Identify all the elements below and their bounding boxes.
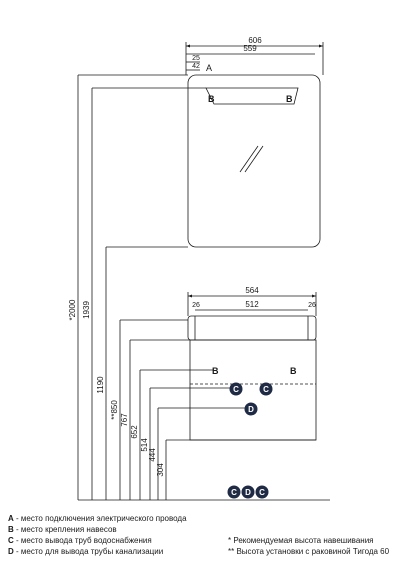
floor-marker-d: D — [245, 488, 251, 497]
label-height-652: 652 — [130, 425, 139, 439]
legend-list: A - место подключения электрического про… — [8, 513, 228, 557]
mirror-light-bar — [205, 87, 299, 105]
arrow-606-left — [186, 44, 190, 48]
floor-marker-c1-circle — [227, 485, 241, 499]
legend-letter-b: B — [8, 525, 14, 534]
cabinet-top — [187, 315, 317, 341]
label-606: 606 — [248, 36, 262, 45]
note-install-height: ** Высота установки с раковиной Тигода 6… — [228, 547, 390, 556]
marker-b-left: B — [208, 94, 215, 104]
arrow-606-right — [319, 44, 323, 48]
cabinet-body — [189, 339, 317, 441]
marker-c-left-circle — [229, 382, 243, 396]
legend-item-d: D - место для вывода трубы канализации — [8, 546, 228, 557]
mirror-glare-1 — [239, 145, 259, 173]
legend-item-a: A - место подключения электрического про… — [8, 513, 228, 524]
legend-text-c: - место вывода труб водоснабжения — [13, 536, 152, 545]
label-height-1939: 1939 — [82, 301, 91, 319]
label-26-right: 26 — [308, 302, 316, 309]
label-height-1190: 1190 — [96, 376, 105, 394]
label-height-304: 304 — [156, 463, 165, 477]
legend-item-b: B - место крепления навесов — [8, 524, 228, 535]
mirror-outline — [187, 74, 321, 248]
label-height-767: 767 — [120, 413, 129, 427]
floor-marker-c2-circle — [255, 485, 269, 499]
floor-marker-c1: C — [231, 488, 237, 497]
label-26-left: 26 — [192, 302, 200, 309]
marker-d-circle — [244, 402, 258, 416]
label-564: 564 — [245, 286, 259, 295]
marker-a: A — [206, 63, 212, 73]
legend-text-d: - место для вывода трубы канализации — [13, 547, 164, 556]
marker-d: D — [248, 405, 254, 414]
legend-text-b: - место крепления навесов — [13, 525, 117, 534]
marker-b-right: B — [286, 94, 293, 104]
label-height-514: 514 — [140, 438, 149, 452]
floor-marker-d-circle — [241, 485, 255, 499]
marker-c-right-circle — [259, 382, 273, 396]
arrow-564-left — [188, 294, 192, 298]
arrow-564-right — [312, 294, 316, 298]
legend-item-c: C - место вывода труб водоснабжения — [8, 535, 228, 546]
label-height-444: 444 — [148, 448, 157, 462]
label-559: 559 — [243, 44, 257, 53]
mirror-glare-2 — [244, 145, 264, 173]
label-25: 25 — [192, 55, 200, 62]
legend-letter-a: A — [8, 514, 14, 523]
marker-cab-b-left: B — [212, 366, 219, 376]
label-height-2000: *2000 — [68, 299, 77, 320]
label-height-850: **850 — [110, 400, 119, 420]
legend-text-a: - место подключения электрического прово… — [13, 514, 187, 523]
label-42: 42 — [192, 63, 200, 70]
note-recommended-height: * Рекомендуемая высота навешивания — [228, 536, 374, 545]
marker-cab-b-right: B — [290, 366, 297, 376]
legend-letter-d: D — [8, 547, 14, 556]
legend-letter-c: C — [8, 536, 14, 545]
legend-notes: * Рекомендуемая высота навешивания ** Вы… — [228, 535, 403, 557]
floor-marker-c2: C — [259, 488, 265, 497]
label-512: 512 — [245, 300, 259, 309]
marker-c-right: C — [263, 385, 269, 394]
marker-c-left: C — [233, 385, 239, 394]
